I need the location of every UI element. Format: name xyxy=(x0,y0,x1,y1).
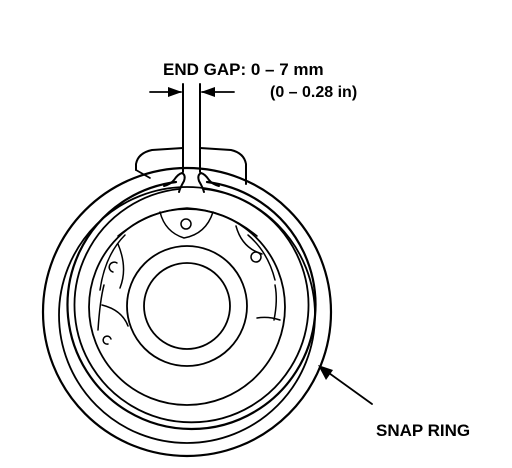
snap-ring-outer xyxy=(66,180,317,431)
bearing-ball xyxy=(250,251,262,263)
gap-arrow-left xyxy=(168,87,182,97)
bearing-ball xyxy=(108,261,118,273)
snap-ring-inner xyxy=(73,188,310,424)
bearing-ball xyxy=(180,218,192,230)
snap-ring-arrowhead xyxy=(318,365,333,380)
bearing-cage xyxy=(117,207,258,237)
end-gap-label: END GAP: 0 – 7 mm xyxy=(163,60,324,79)
bearing-ball xyxy=(102,335,112,345)
housing-outer-edge xyxy=(41,166,333,458)
snap-ring-right-end xyxy=(197,172,220,193)
snap-ring-leader xyxy=(321,367,373,405)
end-gap-inches-label: (0 – 0.28 in) xyxy=(270,84,358,101)
snap-ring-left-end xyxy=(163,172,186,193)
snap-ring-label: SNAP RING xyxy=(376,421,471,440)
bearing-bore xyxy=(143,262,231,350)
gap-arrow-right xyxy=(201,87,215,97)
housing-lug xyxy=(135,147,247,185)
bearing-outer-race xyxy=(88,208,286,406)
bearing-inner-race xyxy=(126,245,248,367)
